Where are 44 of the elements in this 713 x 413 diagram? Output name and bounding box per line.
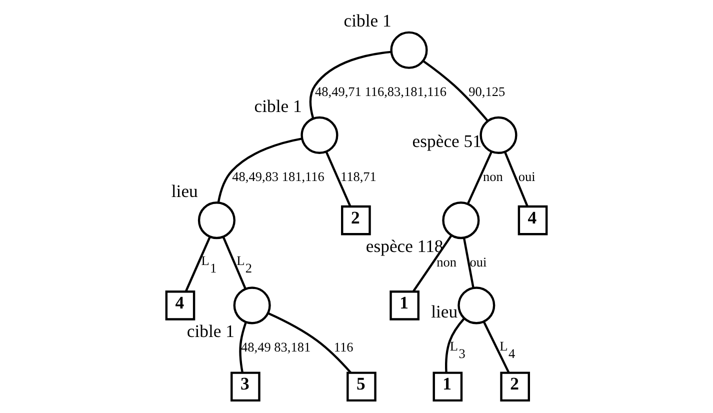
connector [412,234,452,292]
node-circle [198,202,236,240]
edge-label: 48,49,71 116,83,181,116 [315,84,447,100]
node-box: 4 [165,290,196,320]
connector [504,152,528,207]
node-box: 3 [230,372,260,402]
node-circle [442,202,480,240]
connector [445,318,466,373]
connector [222,236,246,290]
node-circle [480,116,518,154]
node-label: cible 1 [186,321,234,342]
connector [217,138,302,203]
connector [309,50,392,119]
edge-label: non [436,254,456,270]
node-circle [458,286,496,324]
node-circle [233,286,271,324]
node-box: 5 [346,372,376,402]
node-label: espèce 51 [412,131,482,152]
edge-label: 90,125 [468,84,506,100]
connector [184,236,211,292]
node-box: 2 [341,205,371,236]
connector [466,151,493,204]
edge-label: oui [518,169,536,184]
connector [268,312,352,374]
edge-label: 116 [334,339,354,354]
connector [239,322,247,373]
node-label: cible 1 [254,96,302,116]
edge-label: 118,71 [340,169,376,184]
connector [422,60,488,122]
node-box: 4 [518,205,548,236]
edge-label: 48,49,83 181,116 [232,169,324,184]
connector [462,238,474,288]
node-circle [300,116,338,154]
node-box: 1 [432,372,463,402]
node-label: lieu [171,180,198,201]
edge-label: oui [470,254,487,270]
node-label: cible 1 [344,10,392,31]
connector [482,321,510,373]
node-circle [390,31,428,69]
connector [325,151,352,207]
node-label: lieu [431,301,458,322]
node-box: 2 [500,372,530,402]
edge-label: non [483,169,503,184]
node-box: 1 [390,290,420,320]
